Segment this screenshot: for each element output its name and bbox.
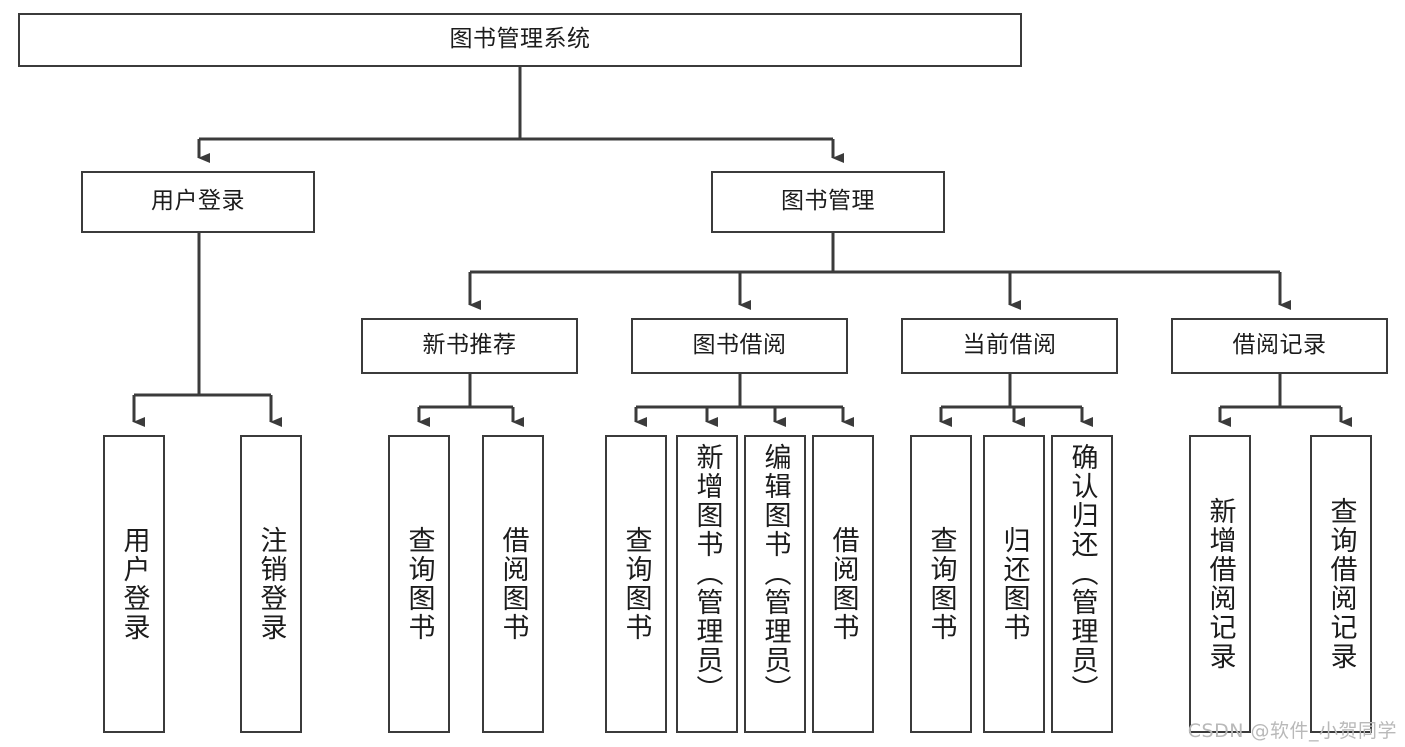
leaf-query-book-borrow-label: 查询图书 [620,526,652,642]
leaf-query-book-borrow[interactable]: 查询图书 [605,435,667,733]
node-borrow-record-label: 借阅记录 [1232,332,1327,359]
leaf-borrow-book[interactable]: 借阅图书 [812,435,874,733]
leaf-add-book-admin-label: 新增图书（管理员） [691,443,723,704]
node-book-borrow[interactable]: 图书借阅 [631,318,848,374]
node-book-management[interactable]: 图书管理 [711,171,945,233]
leaf-query-borrow-record[interactable]: 查询借阅记录 [1310,435,1372,733]
leaf-borrow-book-recommend[interactable]: 借阅图书 [482,435,544,733]
node-user-login[interactable]: 用户登录 [81,171,315,233]
leaf-add-borrow-record[interactable]: 新增借阅记录 [1189,435,1251,733]
node-root[interactable]: 图书管理系统 [18,13,1022,67]
node-current-borrow[interactable]: 当前借阅 [901,318,1118,374]
node-root-label: 图书管理系统 [449,26,591,53]
leaf-query-borrow-record-label: 查询借阅记录 [1325,497,1357,671]
node-book-management-label: 图书管理 [781,188,875,215]
leaf-query-book-recommend-label: 查询图书 [403,526,435,642]
leaf-user-login[interactable]: 用户登录 [103,435,165,733]
node-borrow-record[interactable]: 借阅记录 [1171,318,1388,374]
leaf-return-book-label: 归还图书 [998,526,1030,642]
leaf-return-book[interactable]: 归还图书 [983,435,1045,733]
leaf-user-login-label: 用户登录 [118,526,150,642]
leaf-query-book-current[interactable]: 查询图书 [910,435,972,733]
leaf-query-book-recommend[interactable]: 查询图书 [388,435,450,733]
leaf-borrow-book-recommend-label: 借阅图书 [497,526,529,642]
leaf-user-logout[interactable]: 注销登录 [240,435,302,733]
leaf-edit-book-admin-label: 编辑图书（管理员） [759,443,791,704]
leaf-add-book-admin[interactable]: 新增图书（管理员） [676,435,738,733]
leaf-confirm-return-admin-label: 确认归还（管理员） [1066,443,1098,704]
node-current-borrow-label: 当前借阅 [962,332,1057,359]
leaf-add-borrow-record-label: 新增借阅记录 [1204,497,1236,671]
leaf-user-logout-label: 注销登录 [255,526,287,642]
node-new-book-recommend[interactable]: 新书推荐 [361,318,578,374]
leaf-borrow-book-label: 借阅图书 [827,526,859,642]
leaf-query-book-current-label: 查询图书 [925,526,957,642]
csdn-watermark: CSDN @软件_小贺同学 [1187,720,1397,742]
node-book-borrow-label: 图书借阅 [692,332,787,359]
leaf-confirm-return-admin[interactable]: 确认归还（管理员） [1051,435,1113,733]
node-new-book-recommend-label: 新书推荐 [422,332,517,359]
leaf-edit-book-admin[interactable]: 编辑图书（管理员） [744,435,806,733]
node-user-login-label: 用户登录 [151,188,245,215]
